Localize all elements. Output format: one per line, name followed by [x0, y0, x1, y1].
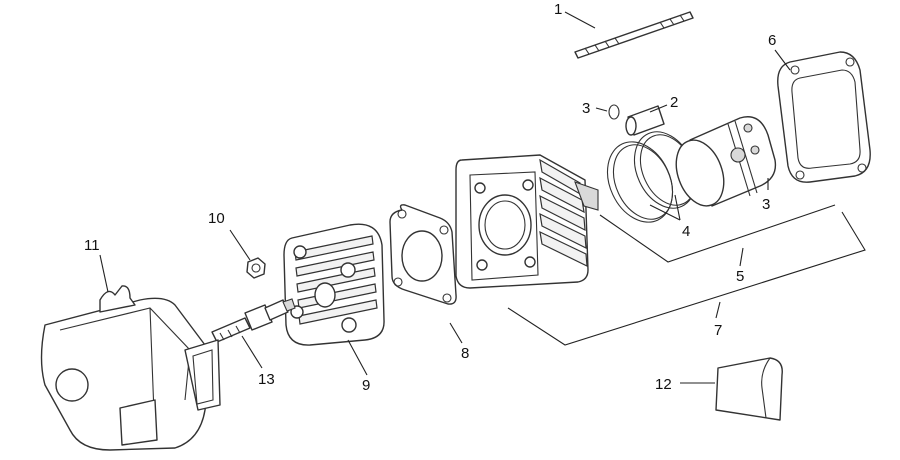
part-stud-bolt — [574, 11, 694, 59]
part-cylinder-head — [283, 223, 385, 346]
callout-13: 13 — [258, 371, 275, 388]
part-piston — [675, 116, 777, 207]
callout-labels: 1 2 3 3 4 5 6 7 8 9 10 11 12 13 — [84, 1, 776, 394]
part-piston-pin — [625, 105, 665, 136]
callout-7: 7 — [714, 322, 722, 339]
callout-3-left: 3 — [582, 100, 590, 117]
leader-lines — [99, 11, 866, 384]
part-circlip-left — [608, 104, 620, 120]
part-nut — [246, 257, 266, 279]
part-tag — [715, 357, 783, 421]
callout-4: 4 — [682, 223, 690, 240]
callout-8: 8 — [461, 345, 469, 362]
callout-12: 12 — [655, 376, 672, 393]
part-base-gasket — [777, 51, 871, 183]
callout-6: 6 — [768, 32, 776, 49]
callout-2: 2 — [670, 94, 678, 111]
callout-11: 11 — [84, 237, 100, 254]
callout-3-right: 3 — [762, 196, 770, 213]
callout-1: 1 — [554, 1, 562, 18]
part-head-gasket — [389, 204, 457, 305]
callout-9: 9 — [362, 377, 370, 394]
callout-5: 5 — [736, 268, 744, 285]
part-cylinder-cowl — [40, 285, 221, 451]
part-spark-plug — [211, 298, 296, 343]
part-cylinder — [455, 154, 599, 289]
callout-10: 10 — [208, 210, 225, 227]
